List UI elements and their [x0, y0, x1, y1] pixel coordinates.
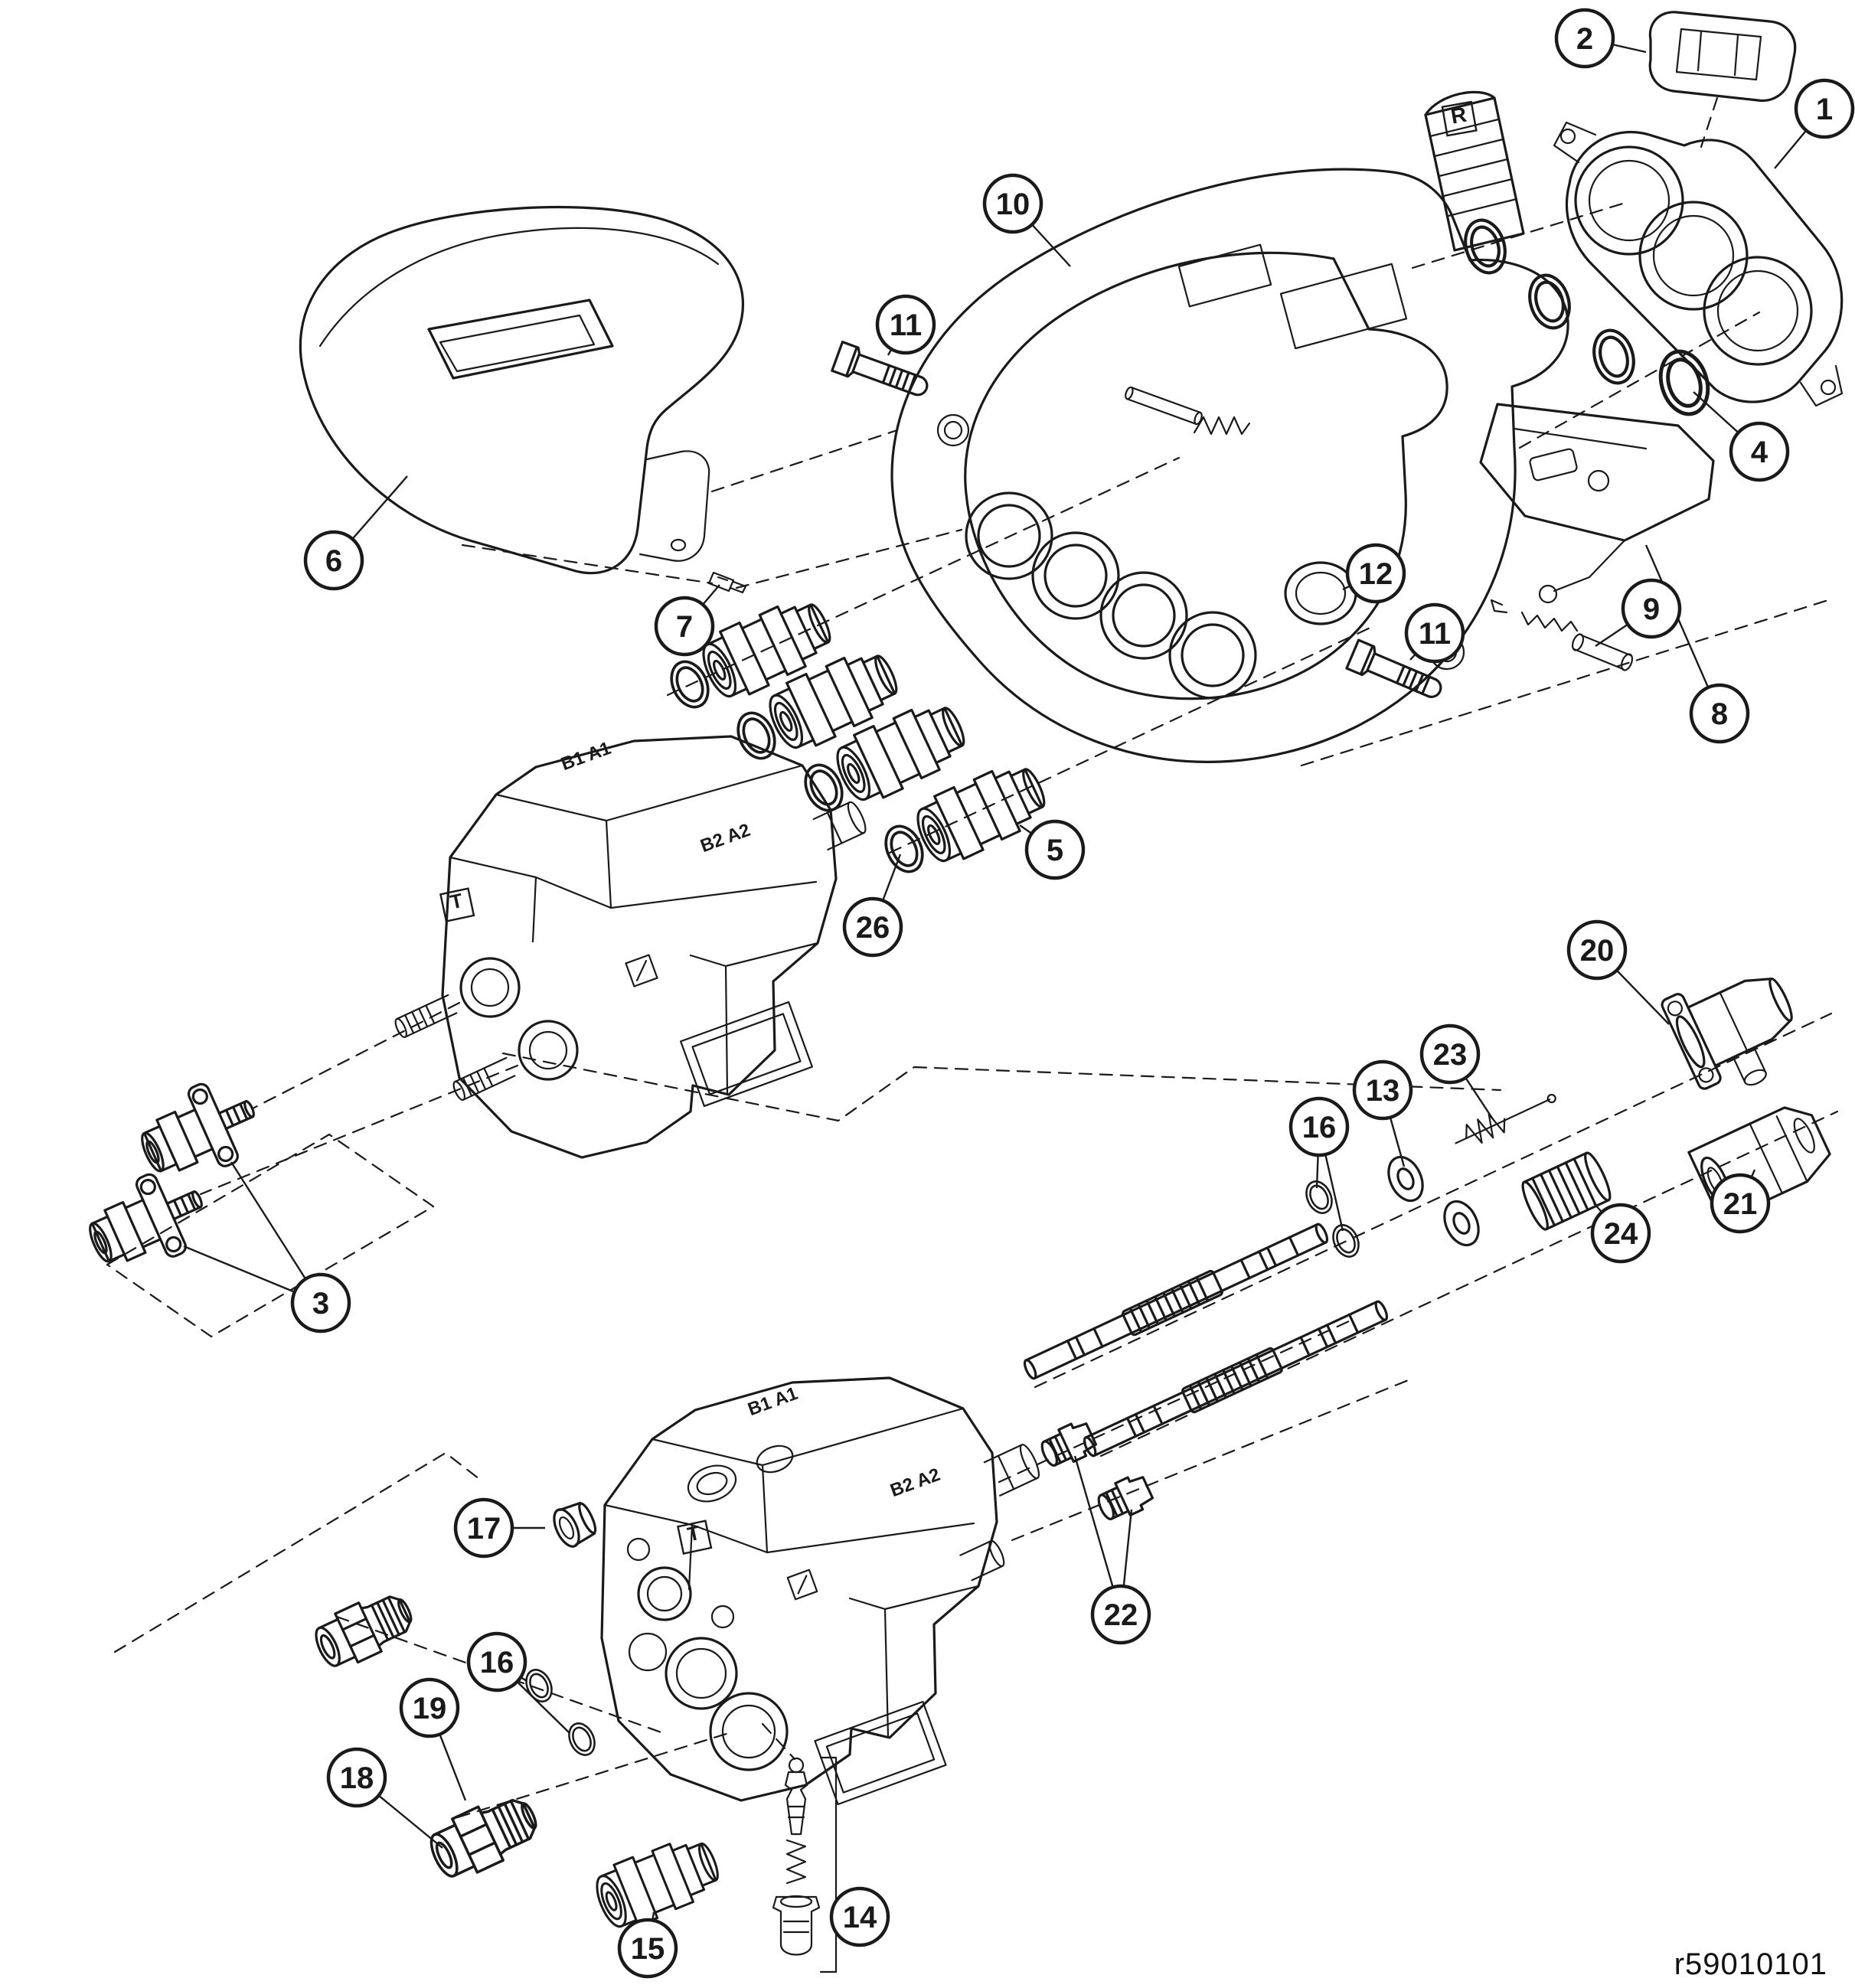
svg-text:22: 22: [1104, 1598, 1138, 1632]
carrier-frame-part: [890, 90, 1569, 763]
svg-text:T: T: [685, 1521, 702, 1546]
callout-18: 18: [326, 1747, 443, 1849]
callout-1: 1: [1774, 78, 1855, 169]
washer-parts: [1380, 1150, 1487, 1252]
quick-coupler-part: [587, 1828, 728, 1937]
svg-text:B2 A2: B2 A2: [697, 820, 753, 857]
part-label-lower-body-t: T: [677, 1520, 713, 1555]
callout-16: 16: [1288, 1096, 1350, 1232]
port-oring-parts: [520, 1664, 601, 1761]
part-label-lower-body-b2-a2: B2 A2: [887, 1464, 942, 1501]
part-label-upper-body-b2-a2: B2 A2: [697, 820, 753, 857]
svg-text:3: 3: [312, 1287, 329, 1320]
manifold-block-part: [1553, 121, 1844, 407]
svg-text:23: 23: [1433, 1038, 1468, 1072]
callout-11: 11: [875, 294, 936, 356]
svg-text:2: 2: [1576, 22, 1593, 56]
callout-17: 17: [453, 1497, 545, 1559]
cap-plug-part: [553, 1501, 597, 1548]
mount-plate-part: [1479, 403, 1715, 604]
callout-4: 4: [1693, 391, 1790, 482]
svg-text:9: 9: [1643, 592, 1660, 626]
callout-21: 21: [1710, 1169, 1771, 1234]
svg-text:24: 24: [1604, 1217, 1638, 1251]
svg-text:B1 A1: B1 A1: [558, 738, 613, 775]
callout-13: 13: [1352, 1059, 1413, 1167]
callout-24: 24: [1590, 1203, 1651, 1264]
svg-text:T: T: [448, 889, 465, 914]
svg-text:26: 26: [856, 911, 890, 945]
part-label-upper-body-t: T: [439, 887, 475, 922]
upper-valve-body-part: [394, 735, 867, 1159]
callout-20: 20: [1566, 919, 1670, 1025]
callout-16: 16: [466, 1631, 570, 1734]
hex-fitting-part: [307, 1583, 421, 1676]
svg-text:10: 10: [996, 188, 1030, 221]
svg-text:11: 11: [890, 308, 922, 342]
svg-text:13: 13: [1366, 1074, 1400, 1108]
svg-text:12: 12: [1359, 557, 1393, 591]
callout-12: 12: [1342, 543, 1406, 604]
callout-14: 14: [829, 1886, 890, 1947]
spool-shaft-part: [1020, 1219, 1332, 1384]
set-screw-part: [707, 571, 747, 594]
spring-pin-parts: [1490, 599, 1634, 671]
part-label-upper-body-b1-a1: B1 A1: [558, 738, 613, 775]
round-plug-part: [1284, 561, 1357, 625]
spring-part: [1455, 1093, 1556, 1144]
part-label-lever-r: R: [1441, 100, 1478, 137]
callout-3: 3: [183, 1161, 351, 1333]
svg-text:8: 8: [1711, 697, 1728, 731]
callout-10: 10: [982, 173, 1071, 267]
svg-text:4: 4: [1751, 436, 1768, 469]
callout-26: 26: [842, 854, 903, 958]
svg-text:B2 A2: B2 A2: [887, 1464, 942, 1501]
svg-text:1: 1: [1816, 93, 1833, 126]
svg-text:7: 7: [676, 610, 693, 644]
callout-22: 22: [1073, 1455, 1151, 1645]
svg-text:11: 11: [1419, 617, 1451, 651]
top-cover-shell-part: [299, 205, 745, 575]
callout-15: 15: [617, 1911, 678, 1979]
manifold-oring-parts: [1459, 215, 1715, 419]
svg-text:19: 19: [413, 1692, 447, 1725]
relief-valve-parts: [772, 1756, 838, 1973]
svg-text:17: 17: [467, 1512, 501, 1546]
svg-text:18: 18: [340, 1761, 374, 1795]
callout-23: 23: [1419, 1023, 1494, 1120]
callout-7: 7: [654, 584, 720, 657]
callout-6: 6: [303, 475, 408, 591]
drawing-reference-code: r59010101: [1674, 1947, 1827, 1981]
svg-text:16: 16: [1302, 1111, 1337, 1144]
hex-fitting-part: [422, 1785, 547, 1888]
callouts-layer: 1234567891011111213141516161718192021222…: [183, 8, 1855, 1979]
svg-text:15: 15: [631, 1932, 665, 1966]
connector-cover-part: [1648, 11, 1797, 103]
valve-housing-part: [1661, 977, 1793, 1090]
callout-8: 8: [1644, 544, 1750, 744]
svg-text:20: 20: [1580, 934, 1615, 968]
callout-9: 9: [1595, 578, 1682, 647]
svg-text:21: 21: [1723, 1187, 1758, 1221]
svg-text:14: 14: [843, 1901, 877, 1934]
callout-2: 2: [1554, 8, 1647, 69]
callout-19: 19: [399, 1677, 467, 1801]
svg-text:6: 6: [325, 544, 342, 578]
svg-text:16: 16: [480, 1646, 514, 1680]
callout-11: 11: [1404, 602, 1465, 664]
lower-valve-body-part: [600, 1376, 1040, 1806]
svg-text:5: 5: [1047, 834, 1063, 867]
seal-pack-part: [1521, 1151, 1612, 1231]
callout-5: 5: [1019, 819, 1086, 880]
